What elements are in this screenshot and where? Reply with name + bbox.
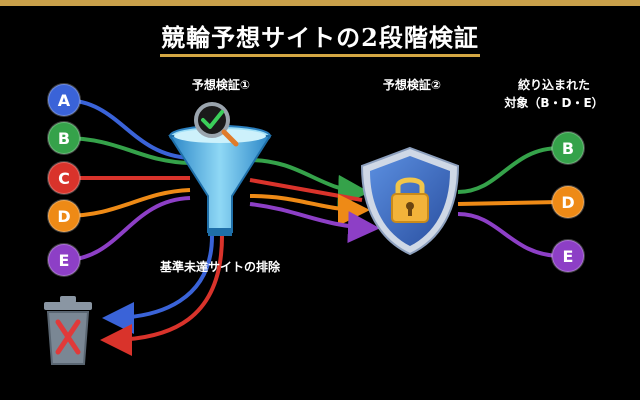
input-node-a-circle xyxy=(47,83,81,117)
input-node-b: B xyxy=(47,121,81,155)
input-node-c: C xyxy=(47,161,81,195)
flow-line-b xyxy=(63,136,191,165)
output-node-d-letter: D xyxy=(561,193,574,212)
flow-line-e xyxy=(63,196,191,262)
excluded-label: 基準未達サイトの排除 xyxy=(159,260,280,274)
excluded-line-a xyxy=(102,235,214,334)
input-node-d-circle xyxy=(47,199,81,233)
output-node-e-circle xyxy=(551,239,585,273)
input-node-c-letter: C xyxy=(58,169,70,188)
result-label-line2: 対象（B・D・E） xyxy=(504,96,604,110)
result-label-line1: 絞り込まれた xyxy=(517,78,590,92)
excluded-line-c xyxy=(100,235,224,356)
output-node-b-circle xyxy=(551,131,585,165)
input-node-d: D xyxy=(47,199,81,233)
input-node-a-letter: A xyxy=(58,91,71,110)
flow-line-a xyxy=(63,98,191,160)
input-node-b-letter: B xyxy=(58,129,70,148)
output-node-b: B xyxy=(551,131,585,165)
output-line-b xyxy=(457,146,561,194)
input-node-b-circle xyxy=(47,121,81,155)
stage2-label: 予想検証② xyxy=(382,78,442,92)
input-node-a: A xyxy=(47,83,81,117)
page-title: 競輪予想サイトの2段階検証 xyxy=(161,23,479,52)
output-line-e xyxy=(457,212,561,258)
input-node-e-letter: E xyxy=(59,251,70,270)
flow-line-b-to-shield xyxy=(249,158,370,207)
stage1-label: 予想検証① xyxy=(191,78,251,92)
shield-lock-icon xyxy=(360,146,460,256)
input-node-e-circle xyxy=(47,243,81,277)
output-node-e-letter: E xyxy=(563,247,574,266)
output-node-d: D xyxy=(551,185,585,219)
output-node-d-circle xyxy=(551,185,585,219)
flow-line-d-to-shield xyxy=(249,193,370,226)
input-node-c-circle xyxy=(47,161,81,195)
output-node-b-letter: B xyxy=(562,139,574,158)
title-underline xyxy=(160,54,480,57)
trash-can-icon xyxy=(44,296,92,365)
check-magnifier-icon xyxy=(194,102,239,147)
input-node-e: E xyxy=(47,243,81,277)
flow-line-e-to-shield xyxy=(249,202,380,244)
output-node-e: E xyxy=(551,239,585,273)
input-node-d-letter: D xyxy=(57,207,70,226)
output-line-d xyxy=(457,200,561,206)
flow-line-d xyxy=(63,188,191,218)
